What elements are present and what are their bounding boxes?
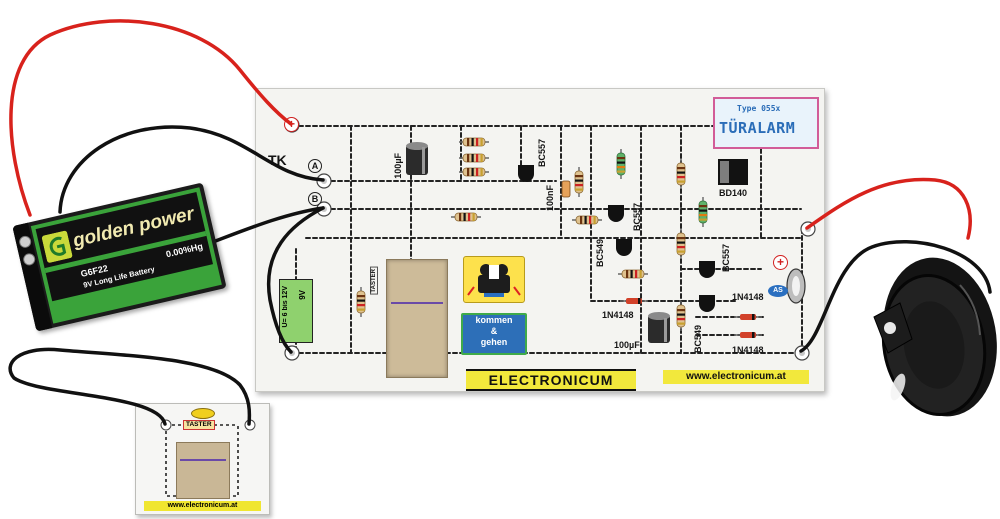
capacitor-electrolytic bbox=[406, 142, 428, 175]
transistor bbox=[699, 295, 715, 312]
transistor bbox=[699, 261, 715, 278]
product-title: TÜRALARM bbox=[719, 119, 796, 137]
mode-label: kommen & gehen bbox=[461, 313, 527, 355]
buzzer-symbol bbox=[786, 268, 806, 304]
label-c3: 100µF bbox=[614, 340, 640, 350]
battery-snap bbox=[22, 252, 37, 267]
switch-board-logo bbox=[191, 408, 215, 419]
brand-banner: ELECTRONICUM bbox=[466, 369, 636, 391]
circuit-layout bbox=[284, 117, 816, 361]
door-alarm-graphic bbox=[467, 264, 521, 297]
button-marking bbox=[391, 302, 443, 304]
label-t5: BD140 bbox=[719, 188, 748, 198]
piezo-buzzer bbox=[873, 257, 997, 417]
red-wire-buzzer bbox=[805, 177, 972, 240]
capacitor-electrolytic bbox=[648, 312, 670, 343]
label-d2: 1N4148 bbox=[732, 292, 764, 302]
switch-board-button bbox=[176, 442, 230, 499]
circuit-board: TK A B + + 100µF BC557 100nF BC557 BC549… bbox=[255, 88, 825, 392]
diode bbox=[734, 332, 762, 338]
push-button bbox=[386, 259, 448, 378]
product-label: Type 055x TÜRALARM bbox=[713, 97, 819, 149]
label-d1: 1N4148 bbox=[602, 310, 634, 320]
battery-brand-logo bbox=[41, 230, 73, 263]
label-d3: 1N4148 bbox=[732, 345, 764, 355]
9v-battery: golden power G6F22 0.00%Hg 9V Long Life … bbox=[12, 182, 227, 332]
capacitor-ceramic bbox=[561, 180, 571, 198]
buzzer-label: AS bbox=[768, 285, 788, 297]
black-wire-switch bbox=[8, 347, 252, 426]
terminal-b-label: B bbox=[308, 192, 322, 206]
door-alarm-icon bbox=[463, 256, 525, 303]
power-transistor bbox=[718, 159, 748, 185]
battery-label: golden power G6F22 0.00%Hg 9V Long Life … bbox=[30, 187, 222, 324]
type-label: Type 055x bbox=[737, 104, 781, 113]
terminal-a-label: A bbox=[308, 159, 322, 173]
battery-brand: golden power bbox=[70, 203, 197, 252]
mode-line3: gehen bbox=[480, 337, 508, 347]
mode-line1: kommen bbox=[475, 315, 513, 325]
battery-snap bbox=[17, 234, 33, 250]
battery-symbol: U= 6 bis 12V 9V bbox=[279, 279, 313, 343]
website-banner: www.electronicum.at bbox=[663, 370, 809, 384]
transistor bbox=[608, 205, 624, 222]
diode bbox=[620, 298, 648, 304]
black-wire-battery-b bbox=[203, 206, 325, 247]
mode-line2: & bbox=[490, 326, 498, 336]
diode bbox=[734, 314, 762, 320]
switch-board-url: www.electronicum.at bbox=[144, 501, 261, 511]
switch-board-label: TASTER bbox=[183, 420, 215, 430]
black-wire-b-loop bbox=[266, 206, 325, 354]
black-wire-buzzer bbox=[799, 240, 992, 353]
transistor bbox=[518, 165, 534, 182]
transistor bbox=[616, 239, 632, 256]
battery-label-panel: golden power G6F22 0.00%Hg 9V Long Life … bbox=[35, 192, 214, 302]
black-wire-battery-a bbox=[58, 125, 325, 214]
button-marking bbox=[180, 459, 226, 461]
red-wire-battery bbox=[9, 19, 293, 217]
speaker-plus-label: + bbox=[773, 255, 788, 270]
